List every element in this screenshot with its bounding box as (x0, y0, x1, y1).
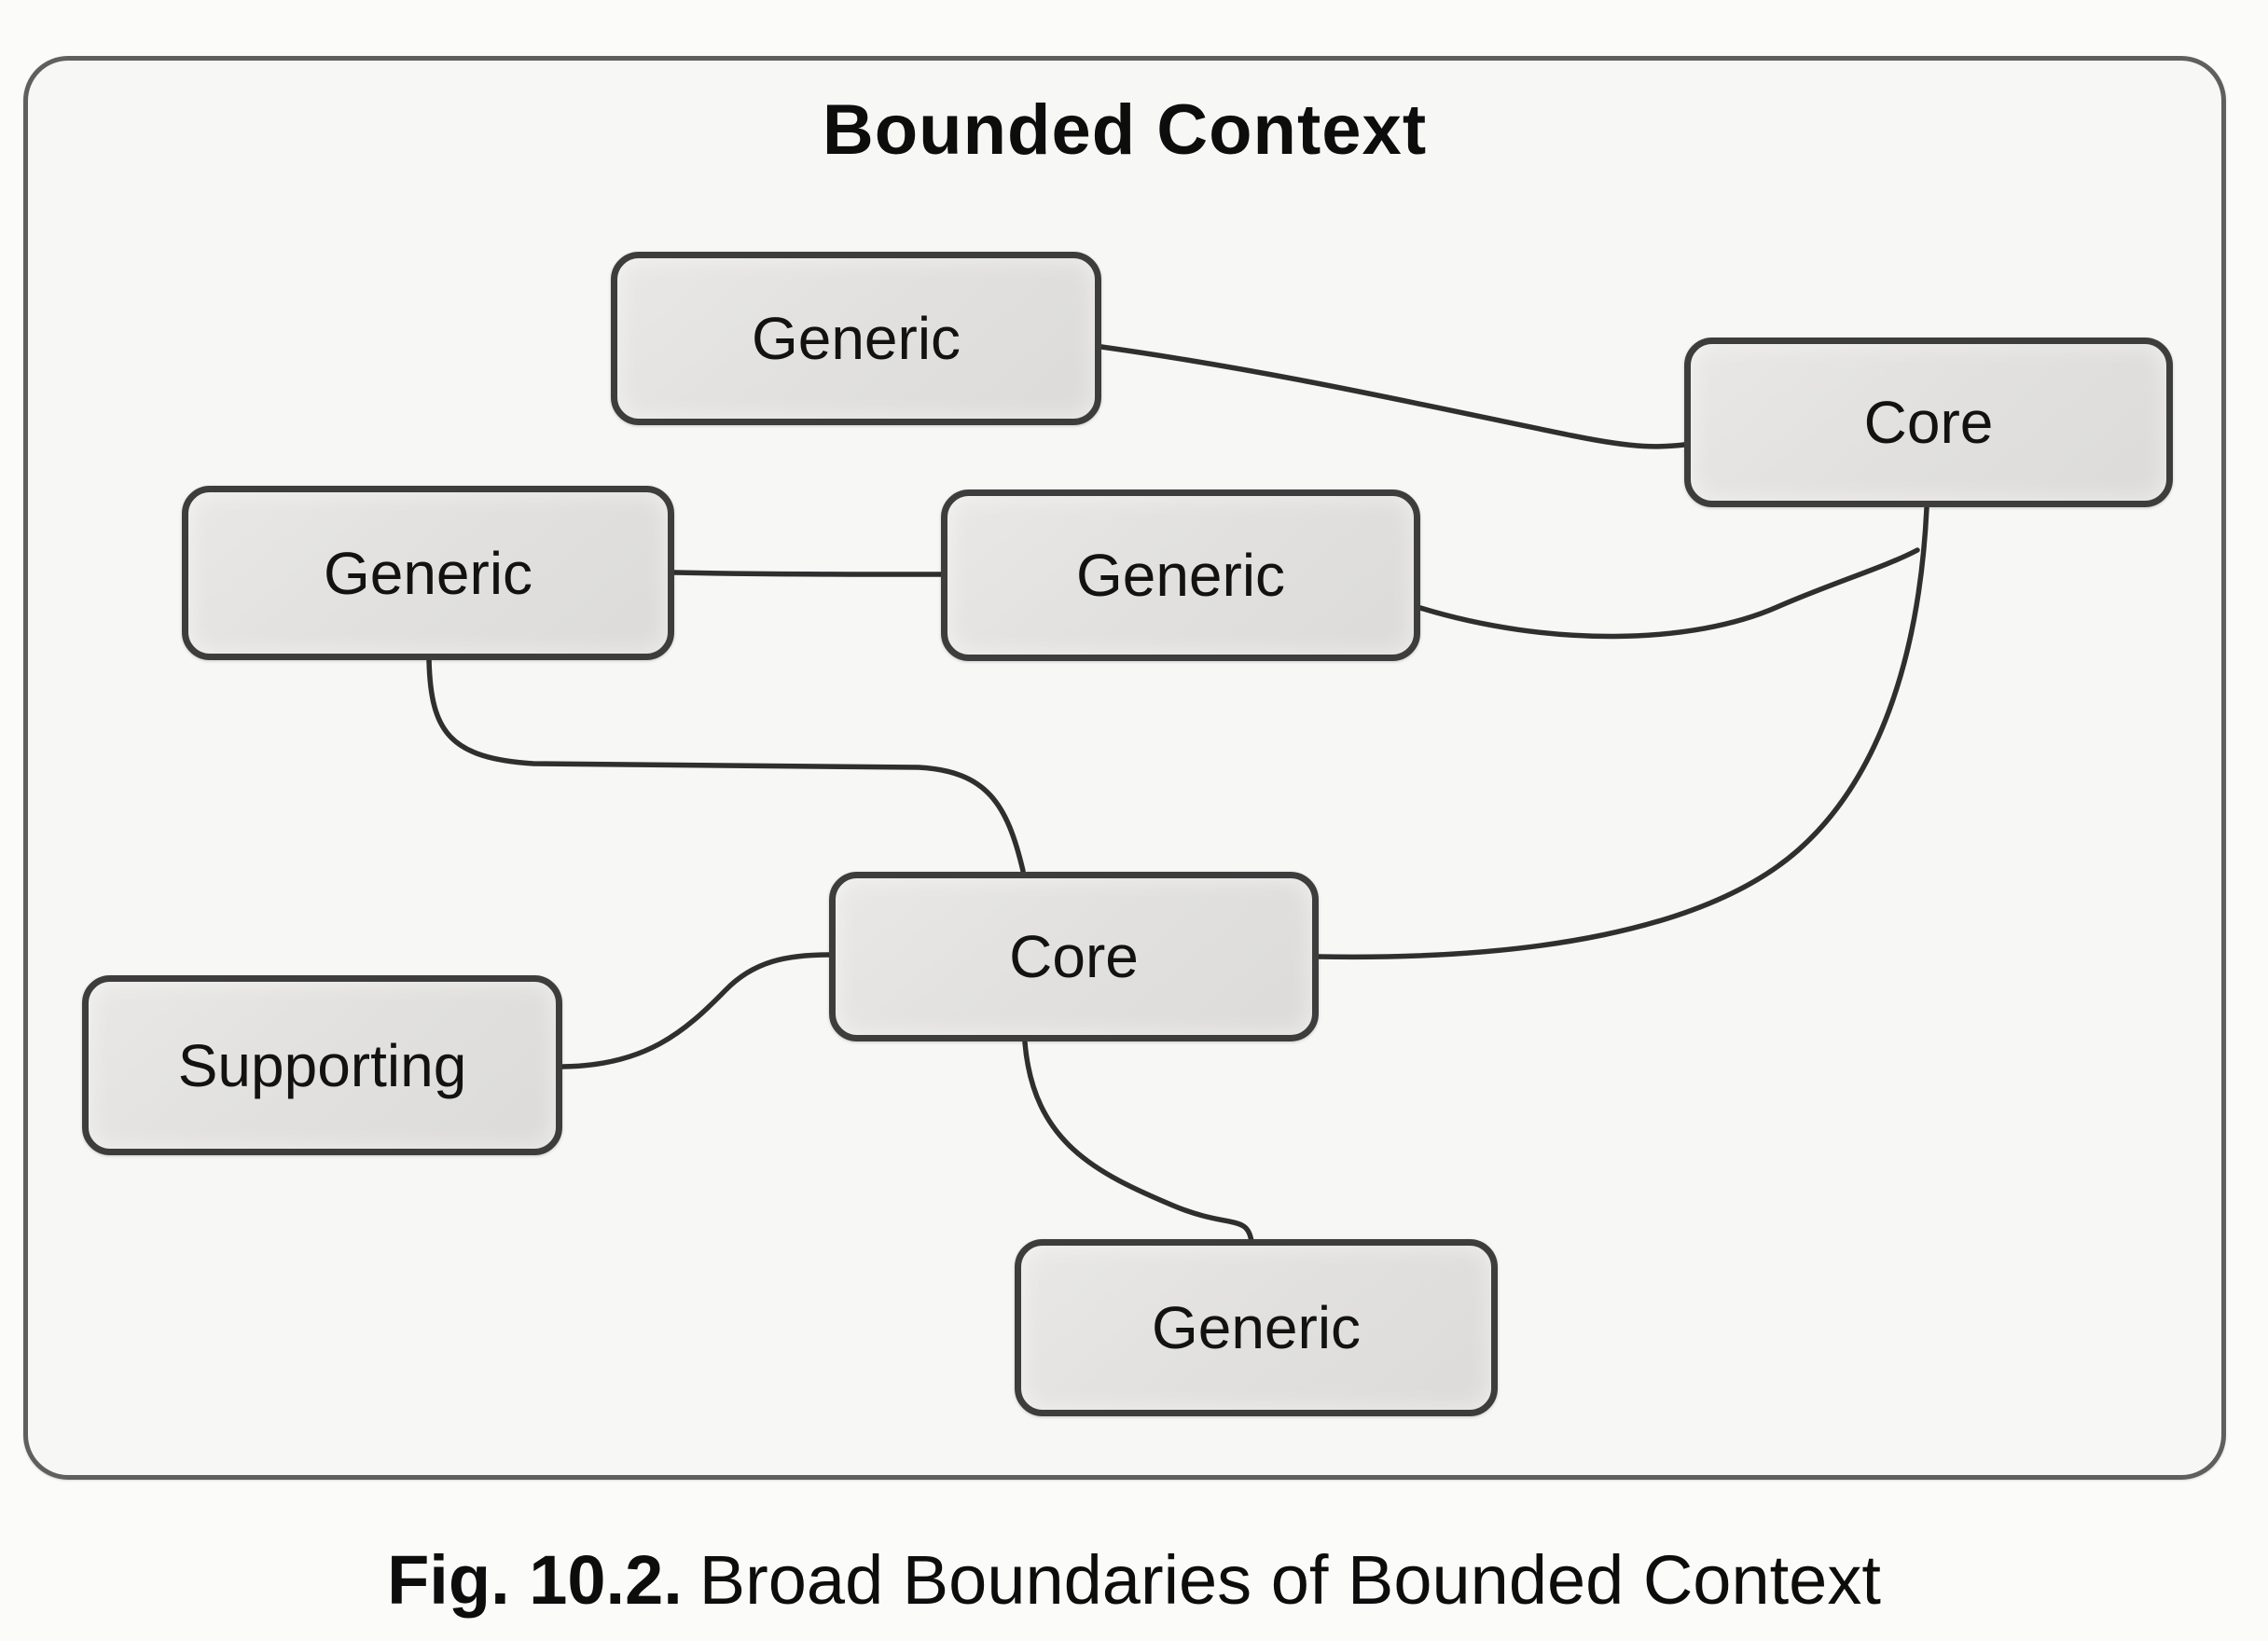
node-label: Core (1863, 389, 1994, 456)
node-label: Generic (1151, 1294, 1362, 1361)
figure-caption: Fig. 10.2.Broad Boundaries of Bounded Co… (0, 1540, 2268, 1620)
node-core-top: Core (1684, 338, 2173, 507)
edge-generic-top-to-core-top (1099, 344, 1687, 449)
node-label: Generic (751, 305, 961, 372)
node-label: Generic (1075, 542, 1286, 609)
edge-core-middle-to-generic-bottom (1022, 1040, 1254, 1245)
node-generic-top: Generic (611, 252, 1101, 425)
diagram-title: Bounded Context (822, 90, 1428, 170)
edge-generic-middle-to-core-top (1418, 547, 1920, 640)
edge-generic-left-to-generic-middle (671, 570, 944, 577)
node-generic-left: Generic (182, 486, 674, 660)
figure-caption-text: Broad Boundaries of Bounded Context (698, 1541, 1881, 1619)
edge-generic-left-to-core-middle (426, 657, 1026, 874)
node-supporting: Supporting (82, 975, 562, 1155)
node-core-middle: Core (829, 872, 1319, 1041)
figure-caption-number: Fig. 10.2. (387, 1541, 683, 1619)
node-label: Supporting (177, 1031, 467, 1099)
node-generic-middle: Generic (941, 490, 1420, 661)
node-label: Core (1009, 923, 1139, 990)
node-generic-bottom: Generic (1015, 1239, 1498, 1416)
edge-supporting-to-core-middle (560, 952, 832, 1069)
node-label: Generic (323, 539, 533, 607)
edge-core-top-to-core-middle (1316, 505, 1929, 960)
